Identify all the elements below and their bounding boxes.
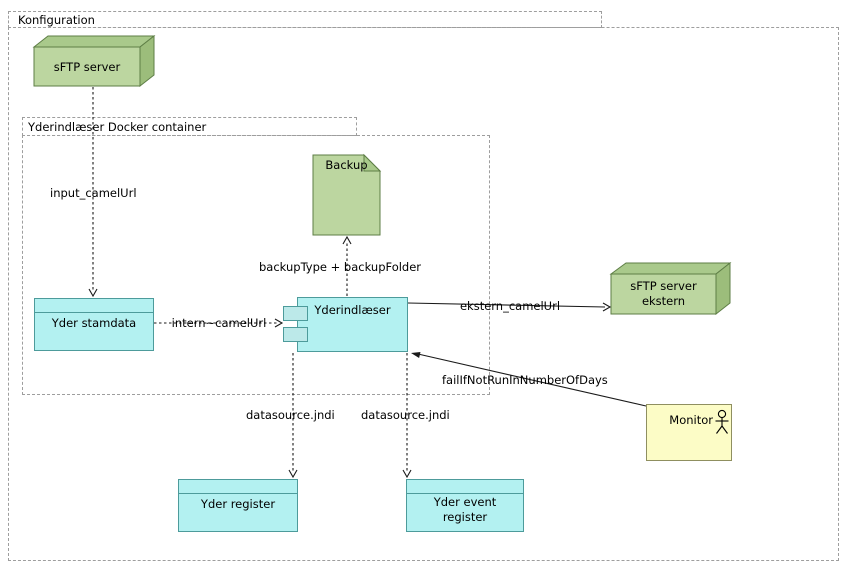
monitor-box: Monitor bbox=[646, 404, 732, 461]
edge-backup-label: backupType + backupFolder bbox=[259, 260, 422, 274]
backup-note-label: Backup bbox=[325, 158, 368, 172]
yder-stamdata-compartment-divider bbox=[35, 299, 153, 313]
edge-ekstern-camelurl-arrowhead bbox=[602, 302, 612, 312]
yder-event-register-box: Yder event register bbox=[406, 479, 524, 532]
yderindlaeser-component-box: Yderindlæser bbox=[297, 297, 408, 352]
sftp-server-label: sFTP server bbox=[53, 60, 121, 74]
yder-register-compartment-divider bbox=[179, 480, 297, 494]
backup-note-shape bbox=[312, 153, 382, 236]
sftp-server-ekstern-node-shape bbox=[609, 261, 732, 316]
edge-ekstern-camelurl-label: ekstern_camelUrl bbox=[459, 299, 561, 313]
yder-register-box: Yder register bbox=[178, 479, 298, 532]
docker-package-label: Yderindlæser Docker container bbox=[28, 120, 207, 134]
yder-stamdata-label: Yder stamdata bbox=[51, 316, 137, 330]
konfiguration-package-body bbox=[8, 27, 839, 561]
yder-event-register-label-line2: register bbox=[442, 510, 488, 524]
sftp-server-node-shape bbox=[32, 34, 156, 88]
component-port-icon bbox=[283, 306, 308, 321]
monitor-label: Monitor bbox=[669, 413, 713, 427]
edge-input-camelurl-arrowhead bbox=[88, 288, 98, 298]
yder-register-label: Yder register bbox=[200, 497, 276, 511]
sftp-server-ekstern-label-line1: sFTP server bbox=[630, 279, 697, 293]
yder-event-register-compartment-divider bbox=[407, 480, 523, 494]
edge-ekstern-camelurl-line bbox=[407, 302, 606, 308]
yder-event-register-label-line1: Yder event bbox=[433, 495, 497, 509]
edge-fail-line bbox=[417, 353, 647, 407]
edge-fail-arrowhead bbox=[411, 352, 421, 358]
yder-stamdata-box: Yder stamdata bbox=[34, 298, 154, 351]
edge-datasource-right-arrowhead bbox=[402, 469, 412, 479]
edge-datasource-left-arrowhead bbox=[288, 469, 298, 479]
yderindlaeser-label: Yderindlæser bbox=[314, 303, 391, 317]
component-port-icon bbox=[283, 327, 308, 342]
konfiguration-package-label: Konfiguration bbox=[18, 13, 95, 27]
edge-backup-arrowhead bbox=[342, 235, 352, 245]
actor-icon bbox=[715, 409, 729, 434]
edge-fail-label: failIfNotRunInNumberOfDays bbox=[442, 373, 608, 387]
edge-datasource-right-label: datasource.jndi bbox=[361, 408, 450, 422]
sftp-server-ekstern-label-line2: ekstern bbox=[641, 294, 686, 308]
edge-intern-camelurl-label: intern~camelUrl bbox=[171, 316, 267, 330]
edge-intern-camelurl-arrowhead bbox=[274, 318, 284, 328]
edge-input-camelurl-label: input_camelUrl bbox=[50, 186, 137, 200]
docker-package-body bbox=[22, 135, 490, 395]
edge-datasource-left-label: datasource.jndi bbox=[246, 408, 335, 422]
